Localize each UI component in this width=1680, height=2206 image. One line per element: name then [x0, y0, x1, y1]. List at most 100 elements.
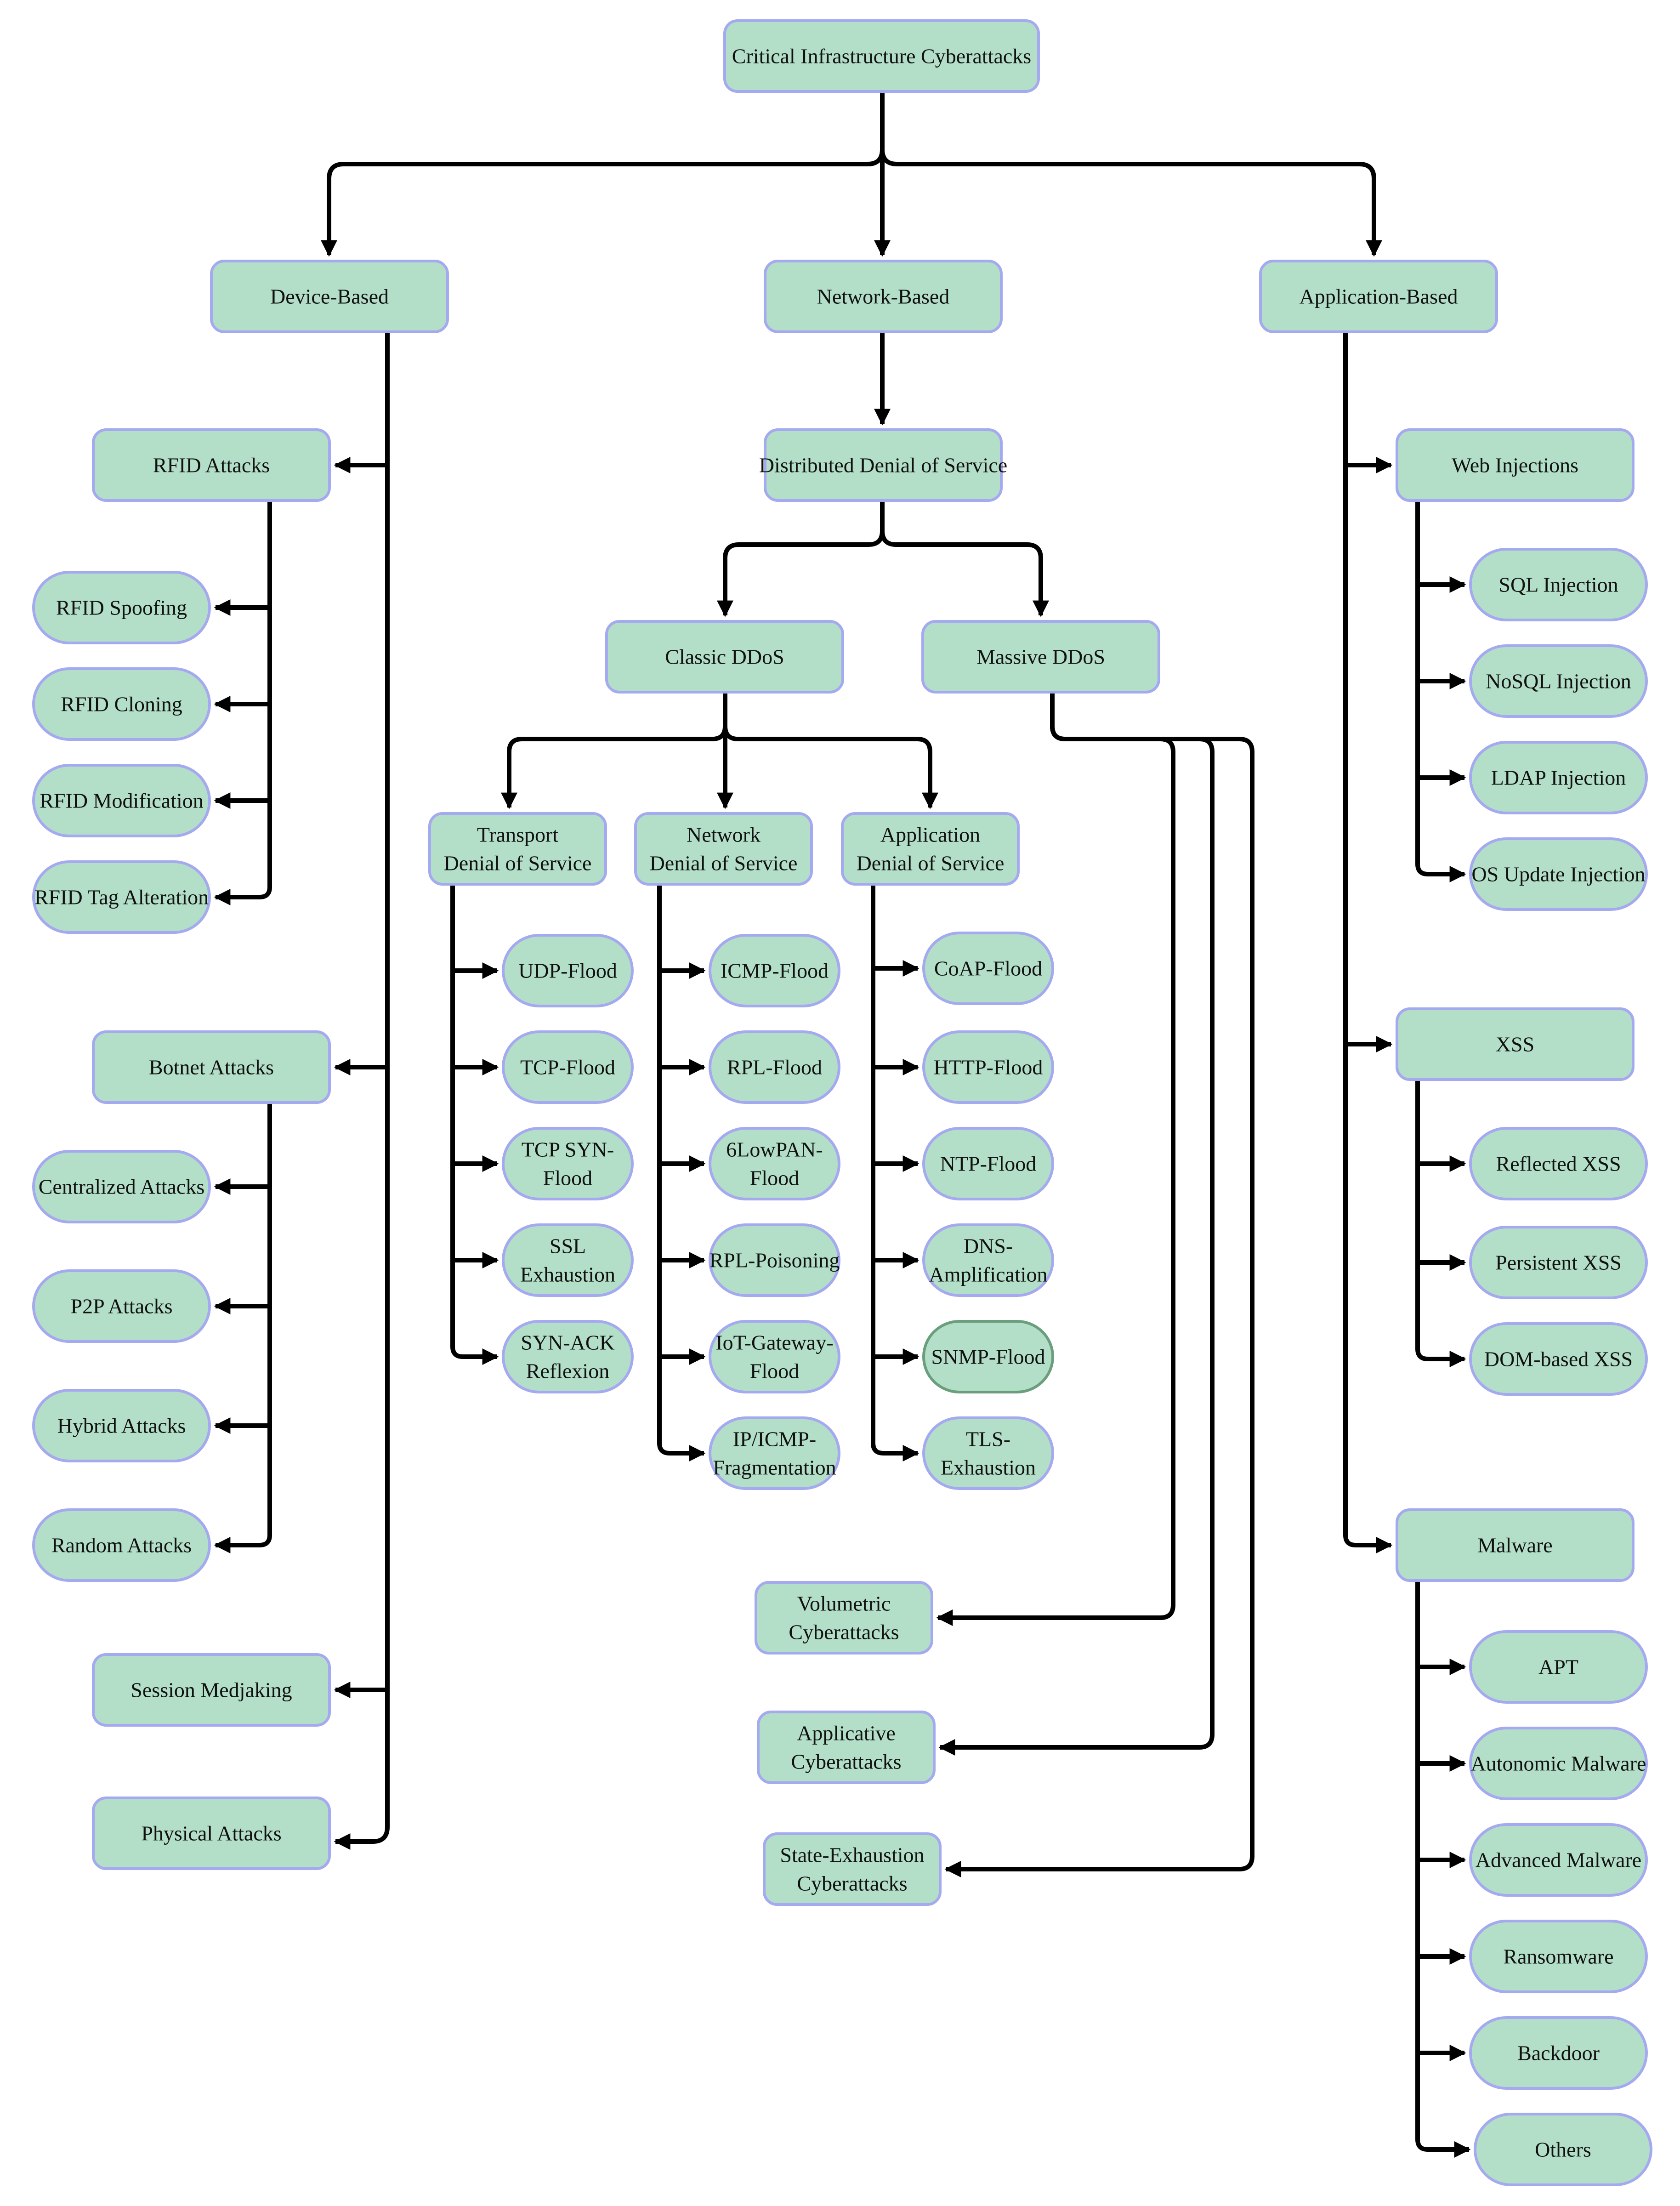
node-label: Reflexion: [526, 1359, 609, 1383]
node-box: [92, 1030, 331, 1104]
node-os-update-injection: OS Update Injection: [1469, 837, 1648, 911]
connector-arrow: [1415, 500, 1466, 882]
node-box: [763, 1832, 942, 1906]
node-label: Others: [1535, 2138, 1591, 2161]
node-root: Critical Infrastructure Cyberattacks: [723, 19, 1040, 93]
node-label: OS Update Injection: [1471, 863, 1645, 886]
node-label: SYN-ACK: [521, 1331, 614, 1354]
node-label: DNS-: [964, 1234, 1013, 1258]
node-box: [723, 19, 1040, 93]
node-box: [1469, 2016, 1648, 2090]
node-label: Critical Infrastructure Cyberattacks: [732, 45, 1031, 68]
node-label: Amplification: [929, 1263, 1047, 1286]
node-label: Network-Based: [817, 285, 950, 308]
node-label: XSS: [1496, 1033, 1534, 1056]
node-rfid-spoofing: RFID Spoofing: [32, 571, 211, 644]
node-centralized-attacks: Centralized Attacks: [32, 1150, 211, 1223]
node-label: RFID Attacks: [153, 454, 270, 477]
node-label: NoSQL Injection: [1486, 670, 1631, 693]
node-classic-ddos: Classic DDoS: [605, 620, 844, 694]
node-malware: Malware: [1396, 1508, 1635, 1582]
node-box: [32, 1269, 211, 1343]
node-tcp-flood: TCP-Flood: [502, 1030, 634, 1104]
node-box: [922, 1030, 1054, 1104]
node-label: Cyberattacks: [789, 1620, 899, 1644]
node-box: [210, 260, 449, 333]
node-box: [92, 1797, 331, 1870]
node-tls-exhaustion: TLS-Exhaustion: [922, 1416, 1054, 1490]
node-box: [1259, 260, 1498, 333]
connector-arrow: [321, 91, 885, 257]
node-box: [755, 1581, 933, 1654]
node-label: CoAP-Flood: [934, 957, 1042, 980]
connector-arrow: [880, 500, 1049, 617]
node-web-injections: Web Injections: [1396, 428, 1635, 502]
node-advanced-malware: Advanced Malware: [1469, 1823, 1648, 1897]
node-rpl-flood: RPL-Flood: [709, 1030, 840, 1104]
node-box: [709, 1127, 840, 1200]
node-box: [1469, 1727, 1648, 1800]
connector-arrow: [871, 884, 919, 1461]
node-label: Transport: [477, 823, 558, 847]
node-label: TCP-Flood: [520, 1056, 615, 1079]
connector-arrow: [657, 884, 706, 1461]
node-label: Classic DDoS: [665, 645, 784, 669]
node-label: Flood: [543, 1166, 592, 1190]
connector-arrow: [450, 884, 499, 1365]
node-label: State-Exhaustion: [780, 1843, 924, 1867]
node-box: [502, 1320, 634, 1393]
node-label: Denial of Service: [444, 852, 592, 875]
node-label: HTTP-Flood: [934, 1056, 1043, 1079]
node-box: [502, 1030, 634, 1104]
node-label: Flood: [750, 1359, 799, 1383]
node-label: Centralized Attacks: [39, 1175, 205, 1199]
node-box: [32, 1150, 211, 1223]
node-box: [1396, 428, 1635, 502]
node-box: [1469, 1322, 1648, 1396]
node-label: Malware: [1477, 1534, 1552, 1557]
node-label: 6LowPAN-: [726, 1138, 823, 1161]
node-label: RFID Spoofing: [56, 596, 187, 620]
node-label: Backdoor: [1517, 2041, 1600, 2065]
node-box: [32, 860, 211, 934]
node-botnet-attacks: Botnet Attacks: [92, 1030, 331, 1104]
node-label: Distributed Denial of Service: [759, 454, 1007, 477]
node-box: [709, 1320, 840, 1393]
node-label: Denial of Service: [650, 852, 798, 875]
node-box: [1469, 1127, 1648, 1200]
node-icmp-flood: ICMP-Flood: [709, 934, 840, 1007]
node-nosql-injection: NoSQL Injection: [1469, 644, 1648, 718]
node-persistent-xss: Persistent XSS: [1469, 1226, 1648, 1299]
node-box: [1396, 1508, 1635, 1582]
node-box: [502, 934, 634, 1007]
node-network-based: Network-Based: [764, 260, 1003, 333]
node-udp-flood: UDP-Flood: [502, 934, 634, 1007]
node-label: SNMP-Flood: [931, 1345, 1045, 1369]
node-label: Fragmentation: [713, 1456, 836, 1479]
node-box: [709, 1030, 840, 1104]
node-box: [1469, 1823, 1648, 1897]
node-label: UDP-Flood: [518, 959, 617, 983]
node-label: SSL: [550, 1234, 586, 1258]
node-label: NTP-Flood: [940, 1152, 1037, 1176]
node-dns-amplification: DNS- Amplification: [922, 1223, 1054, 1297]
node-label: Volumetric: [797, 1592, 891, 1615]
connector-arrow: [723, 692, 938, 809]
node-label: Application: [880, 823, 980, 847]
node-label: IoT-Gateway-: [715, 1331, 833, 1354]
connector-arrow: [717, 500, 885, 617]
node-label: Exhaustion: [520, 1263, 615, 1286]
connector-arrow: [1415, 1581, 1471, 2158]
node-random-attacks: Random Attacks: [32, 1508, 211, 1582]
node-snmp-flood: SNMP-Flood: [922, 1320, 1054, 1393]
node-syn-ack-reflexion: SYN-ACK Reflexion: [502, 1320, 634, 1393]
node-box: [922, 1127, 1054, 1200]
node-rfid-modification: RFID Modification: [32, 764, 211, 837]
node-tcp-syn-flood: TCP SYN-Flood: [502, 1127, 634, 1200]
node-rpl-poisoning: RPL-Poisoning: [709, 1223, 840, 1297]
connector-lines: [214, 91, 1471, 2158]
node-box: [709, 1223, 840, 1297]
